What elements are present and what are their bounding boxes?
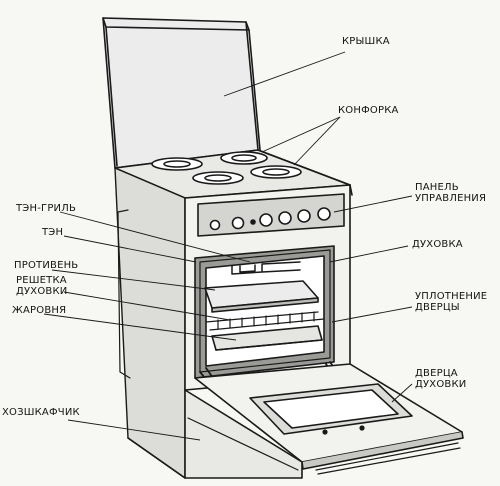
lid <box>102 17 261 169</box>
label-oven-door-line-1: ДВЕРЦА <box>415 368 458 379</box>
label-door-seal: УПЛОТНЕНИЕ ДВЕРЦЫ <box>415 291 487 313</box>
label-oven-door: ДВЕРЦА ДУХОВКИ <box>415 368 466 390</box>
body-side <box>114 167 186 479</box>
leader-line-heating-element <box>63 235 197 263</box>
control-knob <box>231 216 245 230</box>
oven-door <box>194 363 464 475</box>
label-oven-rack-line-1: РЕШЕТКА <box>16 275 67 286</box>
label-door-seal-line-1: УПЛОТНЕНИЕ <box>415 291 488 302</box>
label-oven-rack: РЕШЕТКА ДУХОВКИ <box>16 275 67 297</box>
label-storage-drawer: ХОЗШКАФЧИК <box>2 407 80 418</box>
label-burner: КОНФОРКА <box>338 105 399 116</box>
leader-line-baking-tray <box>51 269 216 291</box>
label-grill-element-text: ТЭН-ГРИЛЬ <box>16 203 77 214</box>
leader-line-storage-drawer <box>67 419 201 441</box>
baking-tray <box>204 280 319 313</box>
oven-rack <box>205 311 325 331</box>
leader-lines <box>43 51 413 441</box>
label-control-panel-line-1: ПАНЕЛЬ <box>415 182 459 193</box>
control-knob <box>297 209 311 223</box>
label-grill-element: ТЭН-ГРИЛЬ <box>16 203 76 214</box>
label-oven-rack-line-2: ДУХОВКИ <box>16 286 68 297</box>
leader-line-control-panel <box>333 195 413 213</box>
roasting-pan <box>211 325 323 351</box>
leader-line-lid <box>223 51 346 97</box>
grill-element <box>231 261 301 275</box>
leader-line-burner-2 <box>293 116 341 166</box>
label-storage-drawer-text: ХОЗШКАФЧИК <box>2 407 80 418</box>
control-knob <box>259 213 273 227</box>
leader-line-grill-element <box>59 211 251 263</box>
label-heating-element: ТЭН <box>42 227 63 238</box>
label-baking-tray-text: ПРОТИВЕНЬ <box>14 260 79 271</box>
label-oven-text: ДУХОВКА <box>412 239 463 250</box>
label-roasting-pan: ЖАРОВНЯ <box>12 305 66 316</box>
control-knob <box>317 207 331 221</box>
label-roasting-pan-text: ЖАРОВНЯ <box>12 305 67 316</box>
storage-drawer <box>127 389 303 479</box>
leader-line-oven <box>329 245 409 263</box>
label-baking-tray: ПРОТИВЕНЬ <box>14 260 78 271</box>
leader-line-oven-rack <box>63 291 231 321</box>
label-control-panel: ПАНЕЛЬ УПРАВЛЕНИЯ <box>415 182 486 204</box>
control-knob <box>278 211 292 225</box>
leader-line-oven-door <box>391 383 413 403</box>
label-heating-element-text: ТЭН <box>42 227 64 238</box>
label-oven: ДУХОВКА <box>412 239 463 250</box>
label-lid-text: КРЫШКА <box>342 36 390 47</box>
label-control-panel-line-2: УПРАВЛЕНИЯ <box>415 193 487 204</box>
leader-line-door-seal <box>331 306 413 323</box>
burners <box>151 151 302 185</box>
leader-line-roasting-pan <box>43 313 237 341</box>
label-oven-door-line-2: ДУХОВКИ <box>415 379 467 390</box>
label-lid: КРЫШКА <box>342 36 390 47</box>
label-burner-text: КОНФОРКА <box>338 105 399 116</box>
label-door-seal-line-2: ДВЕРЦЫ <box>415 302 460 313</box>
control-knob <box>209 219 221 231</box>
control-panel <box>197 193 345 237</box>
leader-line-burner-1 <box>261 116 341 153</box>
